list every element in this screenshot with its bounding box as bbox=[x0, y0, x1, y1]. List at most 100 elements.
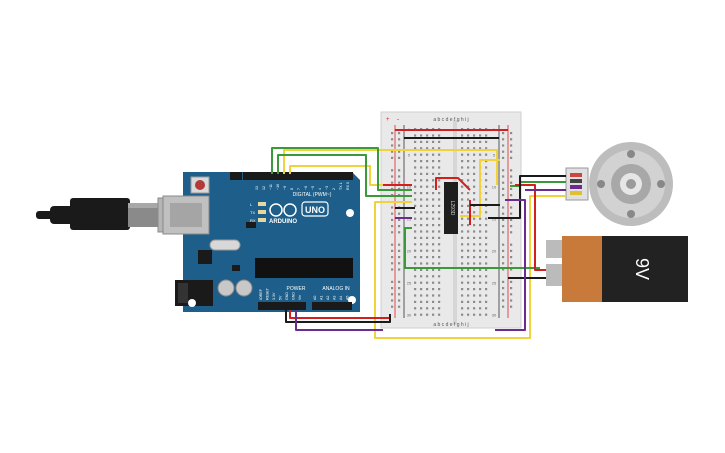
breadboard-hole bbox=[420, 166, 423, 169]
breadboard-row-number: 25 bbox=[407, 281, 412, 286]
breadboard-hole bbox=[502, 187, 505, 190]
breadboard-hole bbox=[510, 231, 513, 234]
rx-led-label: RX bbox=[250, 218, 256, 223]
breadboard-hole bbox=[398, 231, 401, 234]
breadboard-hole bbox=[485, 166, 488, 169]
breadboard-hole bbox=[432, 166, 435, 169]
breadboard-hole bbox=[432, 307, 435, 310]
breadboard-hole bbox=[502, 225, 505, 228]
breadboard-hole bbox=[420, 140, 423, 143]
breadboard-hole bbox=[461, 243, 464, 246]
breadboard-hole bbox=[438, 204, 441, 207]
pin-label: GND bbox=[285, 292, 289, 300]
breadboard-hole bbox=[473, 230, 476, 233]
breadboard-hole bbox=[398, 293, 401, 296]
breadboard-hole bbox=[420, 275, 423, 278]
arduino-logo-text: ARDUINO bbox=[269, 219, 297, 225]
breadboard-hole bbox=[438, 211, 441, 214]
breadboard-hole bbox=[398, 280, 401, 283]
breadboard-hole bbox=[420, 211, 423, 214]
breadboard-hole bbox=[426, 294, 429, 297]
pin-label: ~9 bbox=[283, 186, 287, 190]
breadboard-hole bbox=[473, 288, 476, 291]
breadboard-hole bbox=[438, 172, 441, 175]
breadboard-hole bbox=[502, 262, 505, 265]
breadboard-hole bbox=[473, 300, 476, 303]
wire-purple-1[interactable] bbox=[295, 310, 383, 331]
wire-red-4[interactable] bbox=[289, 310, 390, 319]
breadboard-hole bbox=[467, 243, 470, 246]
breadboard-hole bbox=[461, 275, 464, 278]
breadboard-hole bbox=[420, 230, 423, 233]
pin-label: 4 bbox=[318, 188, 322, 190]
breadboard-hole bbox=[420, 288, 423, 291]
pin-label: A0 bbox=[313, 296, 317, 300]
breadboard-hole bbox=[485, 134, 488, 137]
breadboard-hole bbox=[398, 150, 401, 153]
pin-label: A2 bbox=[326, 296, 330, 300]
breadboard-hole bbox=[510, 132, 513, 135]
breadboard-hole bbox=[432, 134, 435, 137]
breadboard-hole bbox=[479, 249, 482, 252]
wire-purple-3[interactable] bbox=[495, 199, 526, 331]
breadboard-hole bbox=[426, 230, 429, 233]
breadboard-hole bbox=[438, 217, 441, 220]
breadboard-hole bbox=[467, 147, 470, 150]
wire-red-2[interactable] bbox=[435, 177, 471, 191]
wire-green-3[interactable] bbox=[404, 227, 540, 269]
breadboard-hole bbox=[398, 138, 401, 141]
pin-label: ~10 bbox=[276, 184, 280, 190]
breadboard-hole bbox=[414, 192, 417, 195]
wire-black-1[interactable] bbox=[285, 310, 391, 323]
breadboard-hole bbox=[432, 211, 435, 214]
breadboard-hole bbox=[461, 198, 464, 201]
breadboard-hole bbox=[473, 307, 476, 310]
wire-yellow-1[interactable] bbox=[283, 149, 498, 185]
wire-black-4[interactable] bbox=[488, 175, 566, 219]
breadboard-hole bbox=[502, 138, 505, 141]
breadboard-hole bbox=[438, 249, 441, 252]
breadboard-minus-label: - bbox=[397, 117, 399, 123]
breadboard-hole bbox=[510, 243, 513, 246]
breadboard-hole bbox=[461, 153, 464, 156]
breadboard-hole bbox=[485, 153, 488, 156]
breadboard-hole bbox=[420, 198, 423, 201]
breadboard-hole bbox=[473, 198, 476, 201]
breadboard-hole bbox=[420, 313, 423, 316]
breadboard-hole bbox=[414, 249, 417, 252]
wire-green-1[interactable] bbox=[271, 147, 412, 191]
pin-label: GND bbox=[292, 292, 296, 300]
pin-label: ~3 bbox=[325, 186, 329, 190]
breadboard-hole bbox=[426, 307, 429, 310]
breadboard-hole bbox=[414, 300, 417, 303]
breadboard-hole bbox=[485, 147, 488, 150]
breadboard-hole bbox=[398, 132, 401, 135]
breadboard-hole bbox=[479, 230, 482, 233]
breadboard-hole bbox=[432, 230, 435, 233]
breadboard-hole bbox=[479, 236, 482, 239]
breadboard-hole bbox=[391, 256, 394, 259]
pin-label: 3.3V bbox=[272, 292, 276, 300]
breadboard-hole bbox=[510, 249, 513, 252]
breadboard-hole bbox=[438, 275, 441, 278]
breadboard-hole bbox=[438, 230, 441, 233]
breadboard-hole bbox=[414, 313, 417, 316]
wires bbox=[271, 129, 566, 339]
breadboard-hole bbox=[420, 236, 423, 239]
breadboard-hole bbox=[479, 134, 482, 137]
breadboard-row-number: 5 bbox=[493, 153, 496, 158]
breadboard-bottom-letters: a b c d e f g h i j bbox=[433, 322, 468, 328]
breadboard-hole bbox=[420, 217, 423, 220]
breadboard-hole bbox=[414, 147, 417, 150]
breadboard-hole bbox=[473, 281, 476, 284]
ic-chip-icon: L293D bbox=[444, 182, 458, 234]
breadboard-hole bbox=[510, 218, 513, 221]
breadboard-hole bbox=[398, 225, 401, 228]
wire-red-5[interactable] bbox=[515, 184, 546, 271]
wire-green-2[interactable] bbox=[277, 154, 412, 197]
pin-label: IOREF bbox=[259, 288, 263, 300]
breadboard-hole bbox=[510, 225, 513, 228]
breadboard-hole bbox=[420, 185, 423, 188]
